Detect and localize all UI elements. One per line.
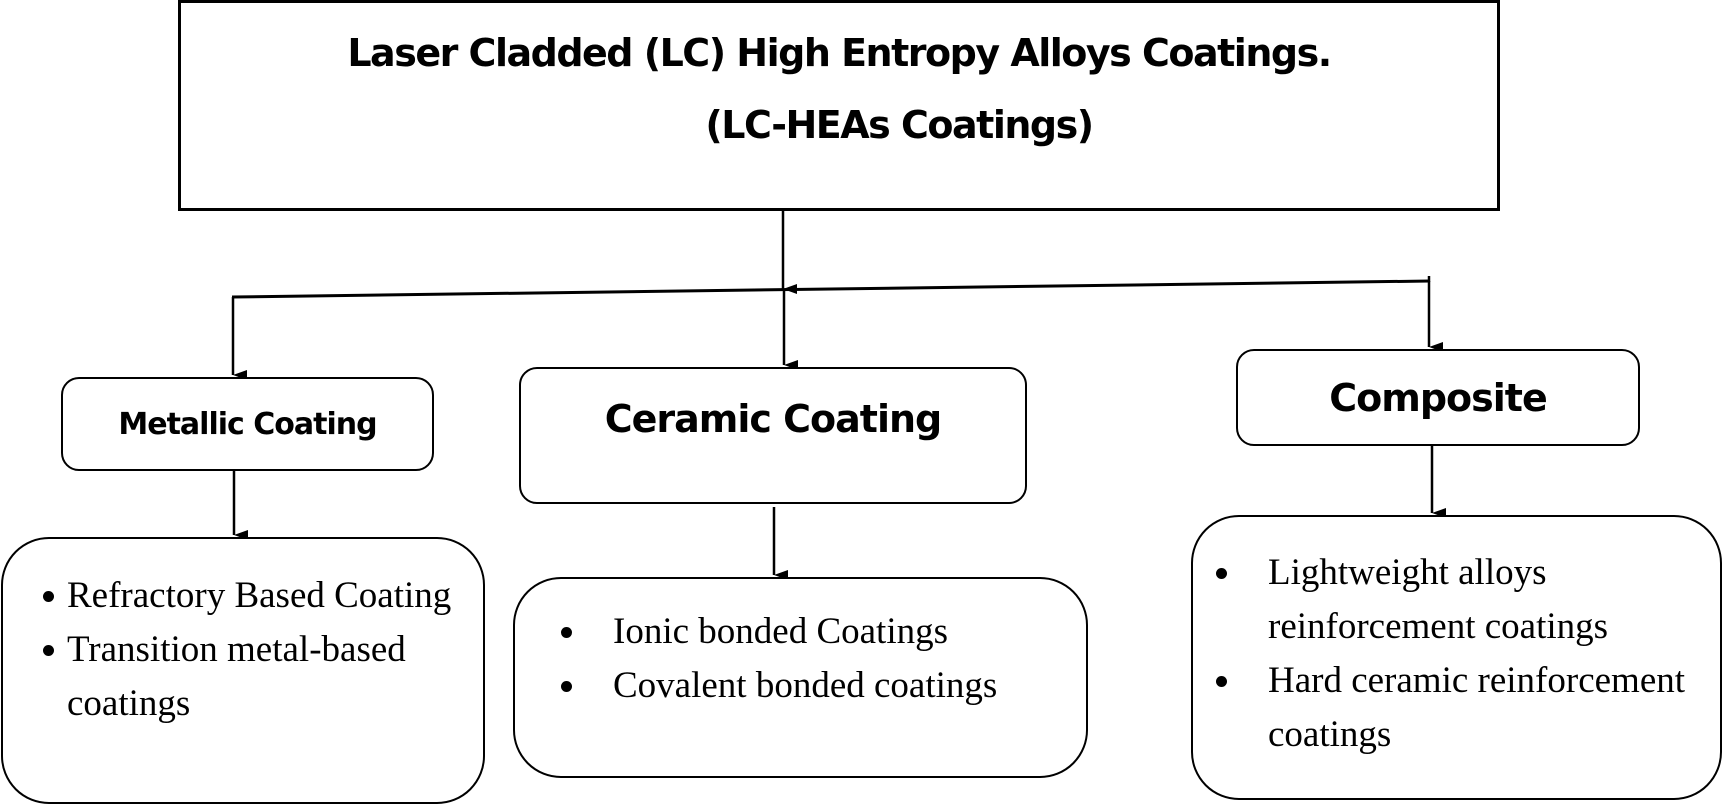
list-item-text: Transition metal-based coatings bbox=[67, 629, 406, 724]
category-ceramic-coating: Ceramic Coating bbox=[519, 367, 1027, 504]
list-item-text: Hard ceramic reinforcement coatings bbox=[1268, 660, 1686, 755]
ceramic-coating-list: Ionic bonded Coatings Covalent bonded co… bbox=[553, 605, 1073, 713]
list-item-text: Ionic bonded Coatings bbox=[613, 611, 949, 652]
list-item-text: Refractory Based Coating bbox=[67, 575, 452, 616]
bullet-icon bbox=[559, 659, 572, 713]
list-item: Lightweight alloys reinforcement coating… bbox=[1208, 546, 1708, 654]
list-item: Refractory Based Coating bbox=[41, 569, 481, 623]
composite-list-box: Lightweight alloys reinforcement coating… bbox=[1191, 515, 1722, 800]
category-label: Ceramic Coating bbox=[604, 397, 942, 441]
category-label: Metallic Coating bbox=[118, 406, 377, 442]
bullet-icon bbox=[41, 623, 54, 677]
bullet-icon bbox=[41, 569, 54, 623]
list-item: Transition metal-based coatings bbox=[41, 623, 481, 731]
root-title: Laser Cladded (LC) High Entropy Alloys C… bbox=[347, 31, 1332, 75]
category-metallic-coating: Metallic Coating bbox=[61, 377, 434, 471]
ceramic-coating-list-box: Ionic bonded Coatings Covalent bonded co… bbox=[513, 577, 1088, 778]
branch-bar bbox=[231, 279, 1431, 299]
bullet-icon bbox=[559, 605, 572, 659]
list-item-text: Covalent bonded coatings bbox=[613, 665, 998, 706]
bullet-icon bbox=[1214, 546, 1227, 600]
list-item-text: Lightweight alloys reinforcement coating… bbox=[1268, 552, 1609, 647]
metallic-coating-list-box: Refractory Based Coating Transition meta… bbox=[1, 537, 485, 804]
list-item: Hard ceramic reinforcement coatings bbox=[1208, 654, 1708, 762]
composite-list: Lightweight alloys reinforcement coating… bbox=[1208, 546, 1708, 762]
category-composite: Composite bbox=[1236, 349, 1640, 446]
category-label: Composite bbox=[1329, 375, 1547, 420]
root-title-box: Laser Cladded (LC) High Entropy Alloys C… bbox=[178, 0, 1500, 211]
root-subtitle: (LC-HEAs Coatings) bbox=[705, 103, 1094, 147]
list-item: Covalent bonded coatings bbox=[553, 659, 1073, 713]
list-item: Ionic bonded Coatings bbox=[553, 605, 1073, 659]
metallic-coating-list: Refractory Based Coating Transition meta… bbox=[41, 569, 481, 731]
bullet-icon bbox=[1214, 654, 1227, 708]
